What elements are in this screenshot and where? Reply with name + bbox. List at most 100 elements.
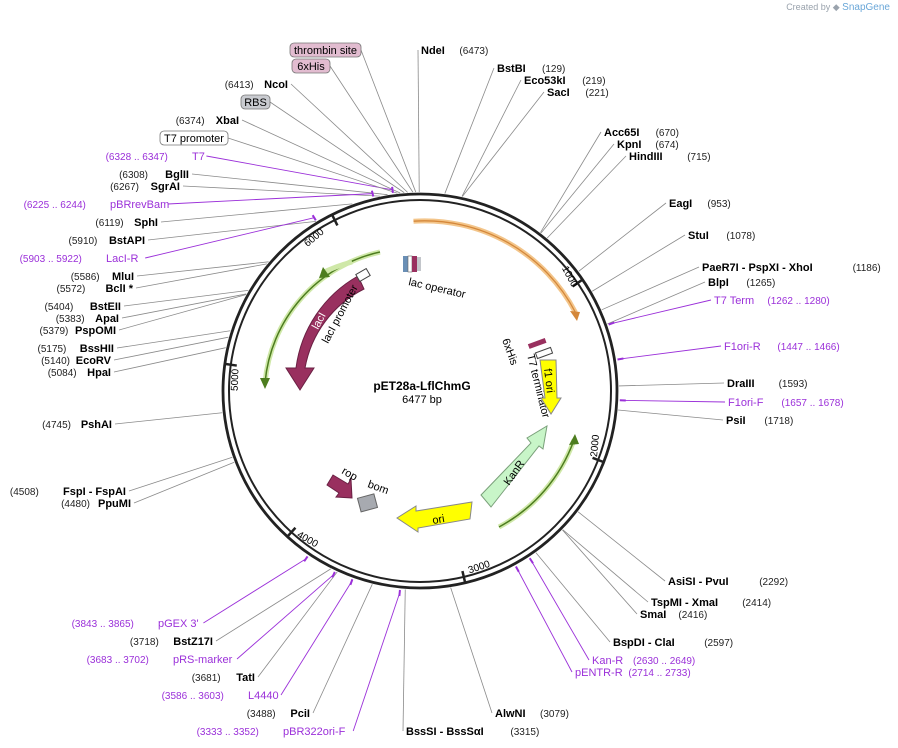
primer-kan-r[interactable]: (2630 .. 2649)Kan-R <box>592 655 695 667</box>
enzyme-site-psii[interactable]: PsiI(1718) <box>726 415 793 427</box>
primer-range: (6225 .. 6244) <box>24 200 86 211</box>
enzyme-site-stui[interactable]: StuI(1078) <box>688 230 755 242</box>
enzyme-site-draiii[interactable]: DraIII(1593) <box>727 378 808 390</box>
enzyme-site-sgrai[interactable]: SgrAI(6267) <box>110 181 180 193</box>
enzyme-site-bsssi-bsss-i[interactable]: BssSI - BssSαI(3315) <box>406 726 539 738</box>
enzyme-site-bstbi[interactable]: BstBI(129) <box>497 63 565 75</box>
enzyme-site-asisi-pvui[interactable]: AsiSI - PvuI(2292) <box>668 576 788 588</box>
primer-name: pRS-marker <box>173 654 233 666</box>
enzyme-name: XbaI <box>216 115 239 127</box>
tick-mark <box>285 526 297 539</box>
enzyme-position: (5140) <box>41 356 70 367</box>
enzyme-site-fspi-fspai[interactable]: FspI - FspAI(4508) <box>10 486 126 498</box>
enzyme-position: (5379) <box>39 326 68 337</box>
primer-t7[interactable]: (6328 .. 6347)T7 <box>106 151 205 163</box>
enzyme-site-bspdi-clai[interactable]: BspDI - ClaI(2597) <box>613 637 733 649</box>
enzyme-connector <box>562 529 638 615</box>
enzyme-site-sphi[interactable]: SphI(6119) <box>95 217 158 229</box>
lac-operator-label: lac operator <box>407 276 467 301</box>
enzyme-connector <box>136 261 269 277</box>
enzyme-name: PciI <box>290 708 310 720</box>
enzyme-position: (1186) <box>853 263 881 274</box>
enzyme-site-blpi[interactable]: BlpI (1265) <box>708 277 775 289</box>
primer-range: (2714 .. 2733) <box>628 668 690 679</box>
enzyme-name: NcoI <box>264 79 288 91</box>
enzyme-site-ndei[interactable]: NdeI(6473) <box>421 45 488 57</box>
enzyme-name: BlpI <box>708 277 729 289</box>
enzyme-site-apai[interactable]: ApaI(5383) <box>56 313 119 325</box>
enzyme-site-mlui[interactable]: MluI(5586) <box>71 271 134 283</box>
enzyme-connector <box>417 49 420 193</box>
primer-pentr-r[interactable]: (2714 .. 2733)pENTR-R <box>575 667 691 679</box>
boxed-label-thrombin-site[interactable]: thrombin site <box>289 42 362 58</box>
enzyme-site-pspomi[interactable]: PspOMI(5379) <box>39 325 116 337</box>
his-tag-feature <box>527 338 547 349</box>
enzyme-site-bglii[interactable]: BglII(6308) <box>119 169 189 181</box>
enzyme-name: SphI <box>134 217 158 229</box>
enzyme-name: BssHII <box>80 343 114 355</box>
primer-prs-marker[interactable]: (3683 .. 3702) pRS-marker <box>87 654 233 666</box>
enzyme-position: (2292) <box>759 577 788 588</box>
primer-pgex-3[interactable]: (3843 .. 3865)pGEX 3' <box>72 618 199 630</box>
enzyme-position: (1593) <box>779 379 808 390</box>
primer-f1ori-r[interactable]: (1447 .. 1466)F1ori-R <box>724 341 840 353</box>
primer-pbr322ori-f[interactable]: (3333 .. 3352)pBR322ori-F <box>197 726 346 738</box>
enzyme-site-hpai[interactable]: HpaI(5084) <box>48 367 111 379</box>
primer-laci-r[interactable]: (5903 .. 5922)LacI-R <box>20 253 139 265</box>
enzyme-site-bcli[interactable]: BclI *(5572) <box>56 283 133 295</box>
enzyme-site-hindiii[interactable]: HindIII(715) <box>629 151 711 163</box>
enzyme-site-tspmi-xmai[interactable]: TspMI - XmaI(2414) <box>651 597 771 609</box>
label-box <box>289 42 362 58</box>
enzyme-position: (953) <box>707 199 730 210</box>
enzyme-site-paer7i-pspxi-xhoi[interactable]: PaeR7I - PspXI - XhoI(1186) <box>702 262 881 274</box>
enzyme-position: (1265) <box>746 278 775 289</box>
enzyme-site-ppumi[interactable]: PpuMI(4480) <box>61 498 131 510</box>
enzyme-site-alwni[interactable]: AlwNI(3079) <box>495 708 569 720</box>
primer-f1ori-f[interactable]: (1657 .. 1678)F1ori-F <box>728 397 844 409</box>
enzyme-connector <box>135 263 267 289</box>
cluster-box-4 <box>417 257 421 271</box>
enzyme-site-kpni[interactable]: KpnI(674) <box>617 139 679 151</box>
enzyme-site-pcii[interactable]: PciI(3488) <box>247 708 310 720</box>
boxed-label-6xhis[interactable]: 6xHis <box>291 58 331 74</box>
primer-t7-term[interactable]: (1262 .. 1280)T7 Term <box>714 295 830 307</box>
enzyme-site-eagi[interactable]: EagI (953) <box>669 198 731 210</box>
credit-brand: SnapGene <box>842 2 890 13</box>
enzyme-site-eco53ki[interactable]: Eco53kI(219) <box>524 75 606 87</box>
enzyme-site-pshai[interactable]: PshAI(4745) <box>42 419 112 431</box>
upper-green-arrowhead <box>319 267 330 278</box>
enzyme-site-smai[interactable]: SmaI(2416) <box>640 609 707 621</box>
enzyme-position: (5910) <box>68 236 97 247</box>
enzyme-connector <box>147 220 317 241</box>
enzyme-site-saci[interactable]: SacI(221) <box>547 87 609 99</box>
enzyme-site-acc65i[interactable]: Acc65I(670) <box>604 127 679 139</box>
enzyme-site-bsteii[interactable]: BstEII(5404) <box>44 301 121 313</box>
primer-name: T7 Term <box>714 295 754 307</box>
enzyme-site-ncoi[interactable]: NcoI(6413) <box>225 79 288 91</box>
enzyme-name: PpuMI <box>98 498 131 510</box>
site-labels: NdeI(6473) BstBI(129)Eco53kI(219)SacI(221… <box>10 45 881 738</box>
boxed-label-t7-promoter[interactable]: T7 promoter <box>159 130 229 146</box>
enzyme-name: EagI <box>669 198 692 210</box>
his-tag-label: 6xHis <box>499 337 520 367</box>
enzyme-site-bstz17i[interactable]: BstZ17I(3718) <box>130 636 213 648</box>
enzyme-position: (5383) <box>56 314 85 325</box>
primer-name: Kan-R <box>592 655 623 667</box>
primer-connector <box>280 581 352 696</box>
primer-connector <box>145 217 315 259</box>
enzyme-name: NdeI <box>421 45 445 57</box>
enzyme-connector <box>182 185 380 197</box>
enzyme-name: BclI * <box>105 283 133 295</box>
enzyme-site-xbai[interactable]: XbaI(6374) <box>176 115 239 127</box>
enzyme-site-tati[interactable]: TatI(3681) <box>192 672 255 684</box>
enzyme-site-bstapi[interactable]: BstAPI(5910) <box>68 235 145 247</box>
backbone-outer-ring <box>221 192 619 590</box>
primer-range: (3683 .. 3702) <box>87 655 149 666</box>
primer-l4440[interactable]: (3586 .. 3603)L4440 <box>162 690 279 702</box>
enzyme-site-ecorv[interactable]: EcoRV(5140) <box>41 355 112 367</box>
boxed-label-rbs[interactable]: RBS <box>240 94 271 110</box>
enzyme-site-bsshii[interactable]: BssHII(5175) <box>37 343 114 355</box>
primer-pbrrevbam[interactable]: (6225 .. 6244)pBRrevBam <box>24 199 170 211</box>
